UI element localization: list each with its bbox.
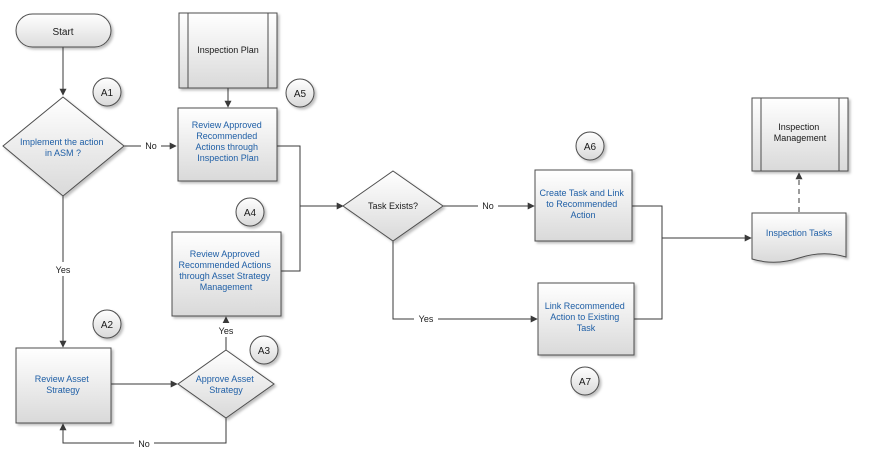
review-asm-line-2: Recommended Actions [178,260,271,270]
task-exists-decision: Task Exists? [342,170,444,242]
edge-create-to-merge [632,205,663,238]
edge-label-approve-yes: Yes [219,326,234,336]
marker-a7: A7 [570,366,600,396]
approve-asset-strategy-decision: Approve Asset Strategy [177,349,275,419]
implement-decision-line-1: Implement the action [20,137,104,147]
marker-a3-label: A3 [258,346,271,357]
edge-review-asm-to-merge [281,206,301,272]
inspection-management-line-1: Inspection [778,122,819,132]
marker-a6: A6 [575,131,605,161]
create-task-and-link-label: Create Task and Link to Recommended Acti… [540,188,627,220]
link-existing-line-2: Action to Existing [550,312,619,322]
review-via-inspection-plan-label: Review Approved Recommended Actions thro… [192,120,265,163]
review-asset-strategy-box: Review Asset Strategy [15,347,112,424]
marker-a4: A4 [235,197,265,227]
review-ip-line-1: Review Approved [192,120,262,130]
inspection-management-process: Inspection Management [751,97,849,172]
task-exists-label: Task Exists? [368,201,418,211]
review-via-inspection-plan-box: Review Approved Recommended Actions thro… [177,107,278,182]
implement-decision-label: Implement the action in ASM ? [20,137,106,158]
marker-a5-label: A5 [294,89,307,100]
marker-a2-label: A2 [101,320,114,331]
edge-label-implement-yes: Yes [56,265,71,275]
inspection-tasks-document: Inspection Tasks [751,212,847,263]
review-ip-line-4: Inspection Plan [197,153,259,163]
start-terminator: Start [15,13,112,48]
link-existing-line-3: Task [577,323,596,333]
link-existing-line-1: Link Recommended [545,301,625,311]
edge-labels: No Yes Yes No No Yes [51,138,498,451]
edge-label-task-no: No [482,201,494,211]
review-via-asm-label: Review Approved Recommended Actions thro… [178,249,273,292]
inspection-management-label: Inspection Management [774,122,827,143]
edge-link-to-merge [634,238,663,320]
review-asm-line-4: Management [200,282,253,292]
link-to-existing-task-label: Link Recommended Action to Existing Task [545,301,628,333]
edge-review-ip-to-merge [277,145,301,206]
marker-a2: A2 [92,309,122,339]
edge-label-task-yes: Yes [419,314,434,324]
create-task-line-3: Action [570,210,595,220]
marker-a3: A3 [249,335,279,365]
edge-task-yes [392,241,538,323]
review-asm-line-3: through Asset Strategy [179,271,271,281]
create-task-line-1: Create Task and Link [540,188,625,198]
marker-a1-label: A1 [101,88,114,99]
review-asm-line-1: Review Approved [190,249,260,259]
inspection-tasks-label: Inspection Tasks [766,228,833,238]
edge-label-implement-no: No [145,141,157,151]
review-ip-line-2: Recommended [196,131,257,141]
link-to-existing-task-box: Link Recommended Action to Existing Task [537,282,635,356]
review-asset-strategy-label: Review Asset Strategy [35,374,92,395]
create-task-and-link-box: Create Task and Link to Recommended Acti… [534,169,633,242]
review-via-asm-box: Review Approved Recommended Actions thro… [171,231,282,317]
approve-line-1: Approve Asset [196,374,255,384]
inspection-plan-label: Inspection Plan [197,45,259,55]
marker-a7-label: A7 [579,377,592,388]
inspection-plan-process: Inspection Plan [178,12,278,89]
marker-a5: A5 [285,78,315,108]
create-task-line-2: to Recommended [546,199,617,209]
marker-a4-label: A4 [244,208,257,219]
inspection-management-line-2: Management [774,133,827,143]
review-as-line-1: Review Asset [35,374,90,384]
edge-label-approve-no: No [138,439,150,449]
marker-a1: A1 [92,77,122,107]
approve-asset-strategy-label: Approve Asset Strategy [196,374,257,395]
implement-decision: Implement the action in ASM ? [2,96,125,197]
approve-line-2: Strategy [209,385,243,395]
start-label: Start [52,27,73,38]
review-as-line-2: Strategy [46,385,80,395]
implement-decision-line-2: in ASM ? [45,148,81,158]
review-ip-line-3: Actions through [195,142,258,152]
marker-a6-label: A6 [584,142,597,153]
step-markers: A1 A2 A3 A4 A5 A6 A7 [92,77,605,396]
